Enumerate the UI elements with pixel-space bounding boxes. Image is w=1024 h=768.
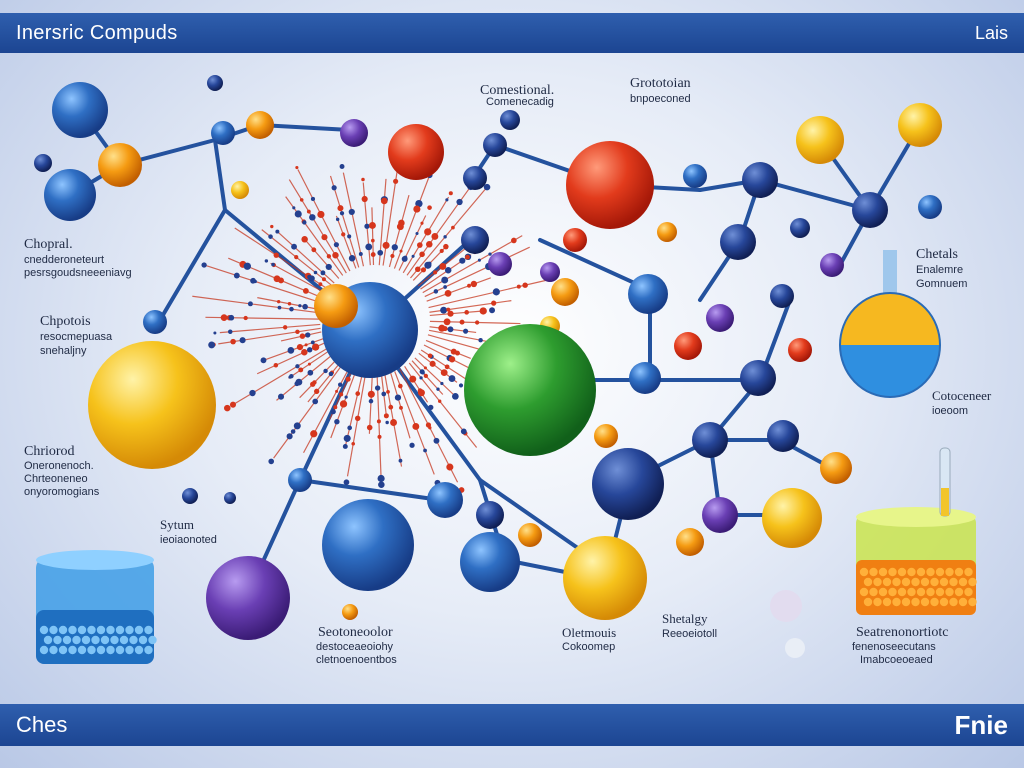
label-chopral-line-2: pesrsgoudsneeeniavg	[24, 267, 132, 279]
flask-icon	[839, 250, 941, 398]
label-comestional-heading: Comestional.	[480, 83, 554, 98]
label-cotoceneer-line-1: ioeoom	[932, 405, 968, 417]
label-chetals-line-1: Enalemre	[916, 264, 963, 276]
label-choprois-line-2: snehaljny	[40, 345, 87, 357]
label-seatrenonortiotc-line-2: Imabcoeoeaed	[860, 654, 933, 666]
label-grototoian-line-1: bnpoeconed	[630, 93, 691, 105]
label-choprois-heading: Chpotois	[40, 314, 91, 329]
label-seotoneoolor-line-1: destoceaeoiohy	[316, 641, 394, 653]
label-chopral-line-1: cnedderoneteurt	[24, 254, 104, 266]
label-comestional-line-1: Comenecadig	[486, 96, 554, 108]
label-grototoian-heading: Grototoian	[630, 76, 691, 91]
header-right-label: Lais	[974, 22, 1008, 43]
label-sytum-heading: Sytum	[160, 517, 194, 532]
label-seotoneoolor-line-2: cletnoenoentbos	[316, 654, 397, 666]
beaker-blue-icon	[36, 550, 157, 664]
label-oletmouis-line-1: Cokoomep	[562, 641, 615, 653]
footer-right-label: Fnie	[954, 709, 1008, 740]
label-choprois-line-1: resocmepuasa	[40, 331, 113, 343]
label-seatrenonortiotc-line-1: fenenoseecutans	[852, 641, 936, 653]
test-tube-icon	[939, 447, 951, 517]
label-chriorod-line-2: Chrteoneneo	[24, 473, 88, 485]
label-cotoceneer-heading: Cotoceneer	[932, 388, 992, 403]
label-seotoneoolor-heading: Seotoneoolor	[318, 625, 393, 640]
label-shetalgy-heading: Shetalgy	[662, 611, 708, 626]
header-title: Inersric Compuds	[16, 21, 178, 44]
footer-left-label: Ches	[16, 712, 68, 737]
label-chetals-line-2: Gomnuem	[916, 278, 967, 290]
label-shetalgy-line-1: Reeoeiotoll	[662, 628, 717, 640]
label-oletmouis-heading: Oletmouis	[562, 625, 616, 640]
particle-burst	[192, 159, 553, 493]
atoms	[34, 75, 942, 658]
label-chriorod-line-3: onyoromogians	[24, 486, 100, 498]
label-chriorod-heading: Chriorod	[24, 444, 75, 459]
label-chriorod-line-1: Oneronenoch.	[24, 460, 94, 472]
label-sytum-line-1: ieoiaonoted	[160, 534, 217, 546]
header-bar: Inersric Compuds Lais	[0, 13, 1024, 53]
label-seatrenonortiotc-heading: Seatrenonortiotc	[856, 625, 949, 640]
label-chopral-heading: Chopral.	[24, 237, 73, 252]
beaker-orange-icon	[856, 507, 977, 615]
label-chetals-heading: Chetals	[916, 247, 958, 262]
footer-bar: Ches Fnie	[0, 704, 1024, 746]
